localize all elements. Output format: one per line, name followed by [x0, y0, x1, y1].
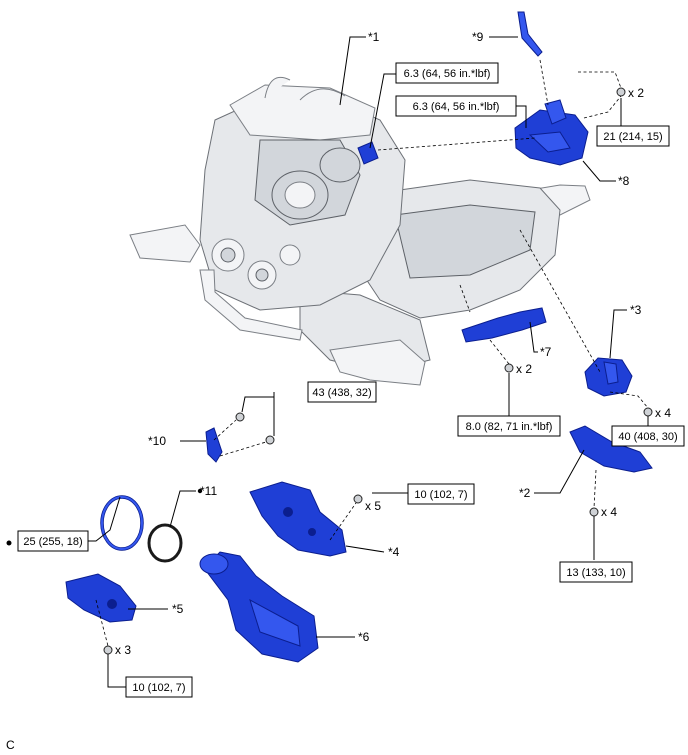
part-11-o-ring [147, 523, 183, 563]
svg-text:10 (102, 7): 10 (102, 7) [414, 489, 467, 501]
part-11-bullet [197, 488, 203, 494]
label-part-6: *6 [358, 630, 370, 644]
qty-mid: x 2 [516, 362, 532, 376]
qty-upper-right: x 2 [628, 86, 644, 100]
label-part-4: *4 [388, 545, 400, 559]
part-2-support [569, 425, 653, 473]
torque-box-left: 25 (255, 18) [17, 530, 89, 552]
bolt-bottom [103, 645, 113, 655]
bolt-right-low [589, 507, 599, 517]
torque-box-right-mid: 40 (408, 30) [611, 425, 685, 447]
svg-text:43 (438, 32): 43 (438, 32) [312, 387, 371, 399]
label-part-11: *11 [200, 484, 217, 498]
bolt-mid [504, 363, 514, 373]
part-9-pipe [517, 11, 543, 57]
part-1-heat-insulator [357, 141, 379, 165]
qty-right-low: x 4 [601, 505, 617, 519]
svg-text:13 (133, 10): 13 (133, 10) [566, 567, 625, 579]
torque-box-mid: 8.0 (82, 71 in.*lbf) [457, 415, 561, 437]
svg-text:6.3 (64, 56 in.*lbf): 6.3 (64, 56 in.*lbf) [413, 101, 500, 113]
part-10-bracket [205, 427, 223, 463]
gasket-ring [100, 495, 144, 551]
label-part-8: *8 [618, 174, 630, 188]
label-part-7: *7 [540, 345, 552, 359]
svg-text:8.0 (82, 71 in.*lbf): 8.0 (82, 71 in.*lbf) [466, 421, 553, 433]
part-labels: *1 *9 *8 *3 *7 *10 *2 *11 *4 *5 *6 [148, 30, 642, 644]
svg-text:21 (214, 15): 21 (214, 15) [603, 131, 662, 143]
torque-spec-boxes: 6.3 (64, 56 in.*lbf) 6.3 (64, 56 in.*lbf… [17, 62, 685, 698]
part-3-support [584, 357, 633, 397]
corner-code: C [6, 738, 15, 752]
part-7-bracket [461, 307, 547, 343]
torque-box-top-1: 6.3 (64, 56 in.*lbf) [395, 62, 499, 84]
quantity-labels: x 2 x 2 x 4 x 5 x 4 x 3 [115, 86, 671, 657]
leader-lines [88, 36, 649, 688]
label-part-3: *3 [630, 303, 642, 317]
label-part-10: *10 [148, 434, 166, 448]
bolt-upper-right [616, 87, 626, 97]
torque-box-upper-right: 21 (214, 15) [596, 125, 670, 147]
svg-text:40 (408, 30): 40 (408, 30) [618, 431, 677, 443]
torque-box-bottom: 10 (102, 7) [125, 676, 193, 698]
bullet-dot [6, 540, 12, 546]
part-6-catalytic-converter [199, 551, 319, 663]
part-4-heat-insulator [249, 481, 347, 557]
torque-box-left-mid: 43 (438, 32) [307, 381, 377, 403]
label-part-5: *5 [172, 602, 184, 616]
label-part-9: *9 [472, 30, 484, 44]
qty-right-mid: x 4 [655, 406, 671, 420]
bolt-right-mid [643, 407, 653, 417]
nut-left-lower [265, 435, 275, 445]
part-8-bracket [514, 99, 589, 166]
part-5-heat-insulator [65, 573, 137, 623]
nut-left-upper [235, 412, 245, 422]
engine-transmission-assembly [129, 76, 591, 386]
qty-bottom: x 3 [115, 643, 131, 657]
bolt-center [353, 494, 363, 504]
svg-text:6.3 (64, 56 in.*lbf): 6.3 (64, 56 in.*lbf) [404, 68, 491, 80]
torque-box-center: 10 (102, 7) [407, 483, 475, 505]
svg-text:10 (102, 7): 10 (102, 7) [132, 682, 185, 694]
qty-center: x 5 [365, 499, 381, 513]
dashed-alignment-lines [95, 59, 649, 647]
torque-box-right-low: 13 (133, 10) [559, 561, 633, 583]
svg-text:25 (255, 18): 25 (255, 18) [23, 536, 82, 548]
label-part-2: *2 [519, 486, 531, 500]
torque-box-top-2: 6.3 (64, 56 in.*lbf) [395, 95, 517, 117]
label-part-1: *1 [368, 30, 380, 44]
